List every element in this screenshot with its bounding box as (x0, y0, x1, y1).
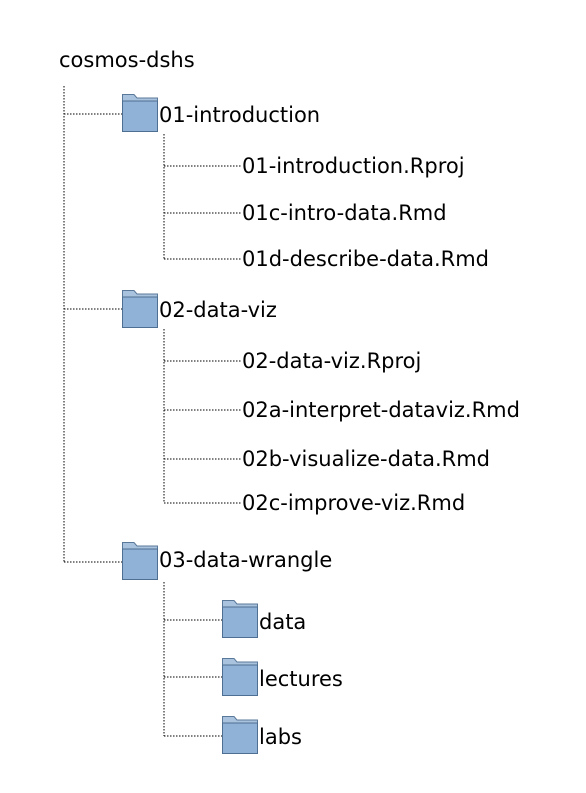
file-label[interactable]: 01-introduction.Rproj (242, 154, 465, 178)
subfolder-labs[interactable]: labs (222, 716, 302, 754)
subfolder-data[interactable]: data (222, 600, 307, 638)
root-label: cosmos-dshs (59, 48, 195, 72)
folder-label: 02-data-viz (159, 298, 277, 322)
file-label[interactable]: 01c-intro-data.Rmd (242, 201, 447, 225)
file-label[interactable]: 02-data-viz.Rproj (242, 349, 421, 373)
file-label[interactable]: 02a-interpret-dataviz.Rmd (242, 398, 520, 422)
file-label[interactable]: 01d-describe-data.Rmd (242, 247, 489, 271)
folder-01-introduction[interactable]: 01-introduction (122, 94, 321, 132)
folder-icon (222, 658, 258, 696)
folder-icon (222, 600, 258, 638)
folder-label: lectures (259, 667, 343, 691)
file-label[interactable]: 02b-visualize-data.Rmd (242, 447, 490, 471)
folder-label: data (259, 610, 306, 634)
folder-icon (122, 290, 158, 328)
folder-02-data-viz[interactable]: 02-data-viz (122, 290, 277, 328)
subfolder-lectures[interactable]: lectures (222, 658, 343, 696)
folder-label: 03-data-wrangle (159, 548, 332, 572)
file-label[interactable]: 02c-improve-viz.Rmd (242, 491, 465, 515)
folder-03-data-wrangle[interactable]: 03-data-wrangle (122, 542, 333, 580)
folder-icon (222, 716, 258, 754)
folder-icon (122, 94, 158, 132)
folder-icon (122, 542, 158, 580)
folder-label: 01-introduction (159, 103, 320, 127)
folder-label: labs (259, 725, 302, 749)
tree-connectors (63, 86, 241, 737)
